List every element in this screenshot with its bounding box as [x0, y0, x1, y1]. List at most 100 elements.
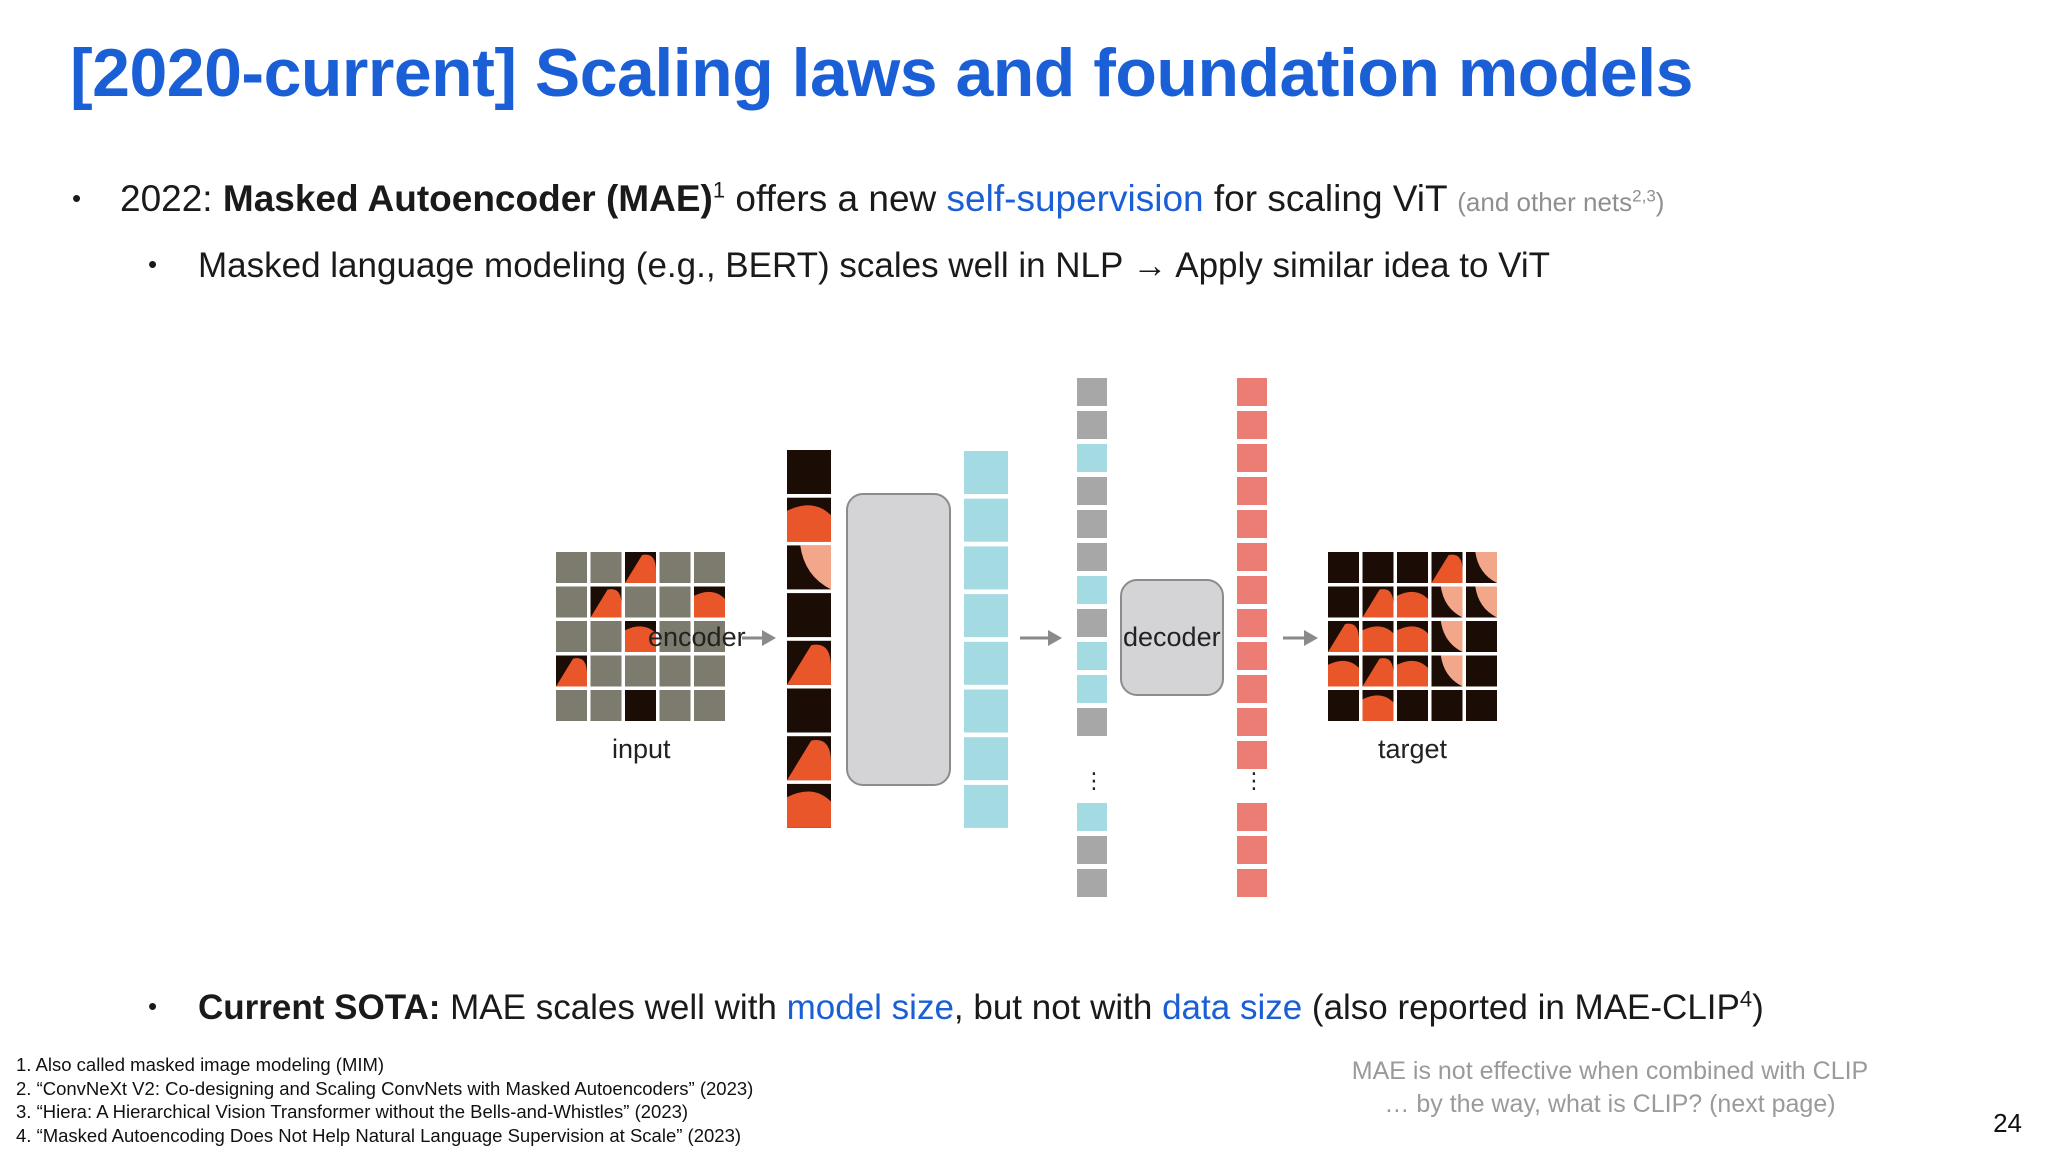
decoder-input-token — [1077, 477, 1107, 505]
visible-patch — [787, 450, 831, 494]
footnote-3: 3. “Hiera: A Hierarchical Vision Transfo… — [16, 1101, 689, 1122]
decoder-input-token — [1077, 378, 1107, 406]
decoder-output-token — [1237, 510, 1267, 538]
decoder-input-token — [1077, 803, 1107, 831]
input-patch-flamingo — [694, 591, 725, 618]
decoder-output-token — [1237, 411, 1267, 439]
input-patch-masked — [659, 586, 691, 618]
decoder-input-token — [1077, 576, 1107, 604]
flow-arrow-head — [1304, 630, 1318, 646]
mae-diagram: input encoder decoder target ⋮ ⋮ — [520, 360, 1520, 920]
bullet-text: Masked language modeling (e.g., BERT) sc… — [198, 246, 1551, 285]
decoder-output-token — [1237, 642, 1267, 670]
encoder-token — [964, 451, 1008, 494]
decoder-input-token — [1077, 675, 1107, 703]
bullet-mlm: •Masked language modeling (e.g., BERT) s… — [148, 246, 1550, 286]
decoder-input-token — [1077, 411, 1107, 439]
decoder-input-token — [1077, 444, 1107, 472]
visible-patch-flamingo — [787, 739, 831, 781]
encoder-token — [964, 498, 1008, 542]
side-note-line-1: MAE is not effective when combined with … — [1351, 1057, 1869, 1085]
bullet-dot: • — [72, 182, 82, 213]
target-patch-flamingo — [1362, 695, 1394, 721]
decoder-output-token — [1237, 378, 1267, 406]
encoder-label: encoder — [648, 622, 746, 652]
input-patch-flamingo — [590, 589, 622, 618]
target-patch-feather — [1475, 552, 1497, 583]
decoder-input-token — [1077, 609, 1107, 637]
input-patch-masked — [590, 621, 622, 652]
input-patch-masked — [590, 655, 622, 687]
input-patch-flamingo — [625, 554, 656, 583]
page-number: 24 — [1993, 1108, 2022, 1138]
encoder-token — [964, 594, 1008, 638]
target-patch-flamingo — [1397, 591, 1428, 618]
decoder-block — [1120, 579, 1224, 696]
decoder-input-token — [1077, 836, 1107, 864]
ellipsis-decoder-column: ⋮ — [1243, 768, 1265, 793]
decoder-output-token — [1237, 708, 1267, 736]
slide-title: [2020-current] Scaling laws and foundati… — [70, 35, 1693, 111]
decoder-output-token — [1237, 675, 1267, 703]
decoder-input-token — [1077, 543, 1107, 571]
bullet-text: (also reported in MAE-CLIP — [1302, 988, 1740, 1027]
decoder-output-token — [1237, 576, 1267, 604]
input-patch-masked — [694, 552, 725, 583]
target-patch-flamingo — [1362, 589, 1394, 618]
decoder-output-token — [1237, 477, 1267, 505]
sota-term: Current SOTA: — [198, 988, 441, 1027]
target-patch-flamingo — [1397, 626, 1428, 652]
target-patch — [1328, 690, 1359, 721]
mae-diagram-canvas — [556, 378, 1497, 897]
footnote-2: 2. “ConvNeXt V2: Co-designing and Scalin… — [16, 1077, 754, 1099]
side-note-line-2: … by the way, what is CLIP? (next page) — [1384, 1090, 1836, 1118]
aside-text: ) — [1655, 187, 1665, 217]
bullet-dot: • — [148, 991, 158, 1022]
target-patch — [1328, 552, 1359, 583]
footnote-ref: 4 — [1739, 986, 1753, 1012]
visible-patch-feather — [800, 545, 831, 590]
decoder-output-token — [1237, 836, 1267, 864]
input-patch-flamingo — [625, 626, 656, 652]
data-size-keyword: data size — [1162, 988, 1303, 1027]
encoder-token — [964, 546, 1008, 590]
input-patch-masked — [556, 621, 587, 652]
footnote-ref: 2,3 — [1632, 186, 1656, 206]
target-patch — [1397, 552, 1428, 583]
input-patch-masked — [556, 690, 587, 721]
target-patch — [1328, 586, 1359, 618]
target-patch-feather — [1475, 586, 1497, 618]
target-patch-feather — [1440, 655, 1463, 687]
visible-patch-flamingo — [787, 791, 831, 828]
bullet-mae: •2022: Masked Autoencoder (MAE)1 offers … — [72, 178, 1664, 220]
side-note: MAE is not effective when combined with … — [1300, 1055, 1920, 1121]
decoder-output-token — [1237, 444, 1267, 472]
flow-arrow-head — [1048, 630, 1062, 646]
input-patch — [625, 690, 656, 721]
target-patch-flamingo — [1328, 660, 1359, 687]
target-patch-flamingo — [1431, 554, 1463, 583]
input-patch-masked — [694, 621, 725, 652]
target-patch — [1362, 552, 1394, 583]
footnote-4: 4. “Masked Autoencoding Does Not Help Na… — [16, 1124, 742, 1146]
target-patch-feather — [1440, 621, 1463, 652]
input-patch-masked — [659, 552, 691, 583]
encoder-token — [964, 641, 1008, 685]
visible-patch — [787, 593, 831, 638]
target-patch-flamingo — [1328, 623, 1359, 652]
input-patch-masked — [625, 655, 656, 687]
input-patch-masked — [694, 690, 725, 721]
target-patch-flamingo — [1397, 660, 1428, 687]
input-patch-masked — [659, 655, 691, 687]
bullet-year: 2022: — [120, 178, 223, 219]
footnote-ref: 1 — [712, 177, 726, 203]
input-patch-masked — [625, 586, 656, 618]
footnote-1: 1. Also called masked image modeling (MI… — [16, 1054, 385, 1075]
target-patch — [1466, 621, 1497, 652]
model-size-keyword: model size — [786, 988, 954, 1027]
target-patch-flamingo — [1362, 658, 1394, 687]
decoder-output-token — [1237, 741, 1267, 769]
visible-patch-flamingo — [787, 644, 831, 685]
bullet-text: offers a new — [725, 178, 947, 219]
decoder-input-token — [1077, 869, 1107, 897]
